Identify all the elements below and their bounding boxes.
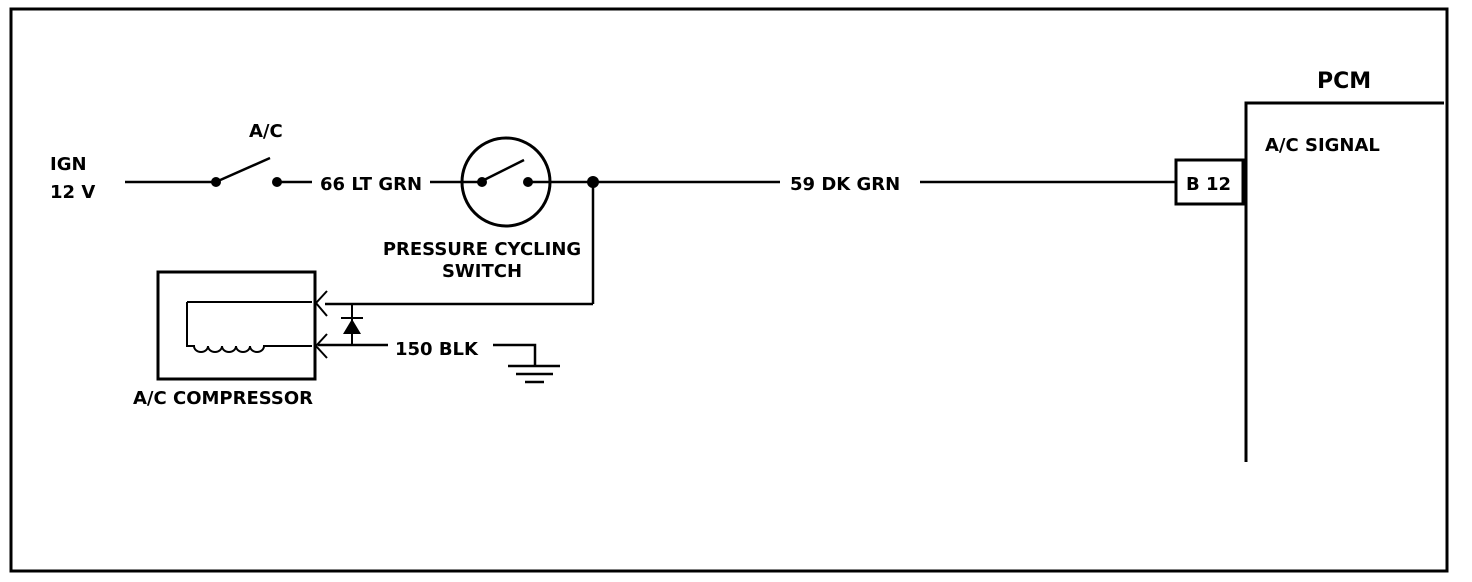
compressor-label: A/C COMPRESSOR (133, 388, 313, 409)
ac-switch (211, 156, 282, 187)
diode-triangle (343, 319, 361, 334)
clamping-diode (341, 304, 363, 345)
pcm-label: PCM (1317, 69, 1371, 94)
connector-terminal-upper (314, 290, 328, 317)
ac-signal-label: A/C SIGNAL (1265, 135, 1380, 156)
pin-b12-label: B 12 (1186, 174, 1231, 195)
connector-terminal-lower (314, 333, 328, 359)
ground-symbol (508, 364, 560, 384)
pin-b12-box (1174, 158, 1245, 206)
wire-66-label: 66 LT GRN (320, 174, 422, 195)
pcm-module (1174, 101, 1444, 462)
ground-lead (493, 343, 537, 366)
pressure-switch-blade (483, 158, 525, 182)
clutch-coil (186, 302, 312, 353)
diagram-frame (9, 7, 1449, 573)
ac-switch-blade (217, 156, 271, 183)
ac-switch-contact-left (211, 177, 221, 187)
pcm-outline (1244, 101, 1444, 462)
wire-59-label: 59 DK GRN (790, 174, 900, 195)
compressor-housing (156, 270, 317, 381)
voltage-label: 12 V (50, 182, 95, 203)
wire-150-label: 150 BLK (395, 339, 479, 360)
pressure-switch-label-line2: SWITCH (442, 261, 522, 282)
ac-switch-label: A/C (249, 121, 283, 142)
pressure-switch-label-line1: PRESSURE CYCLING (383, 239, 581, 260)
ac-compressor (156, 270, 328, 381)
ign-label: IGN (50, 154, 87, 175)
